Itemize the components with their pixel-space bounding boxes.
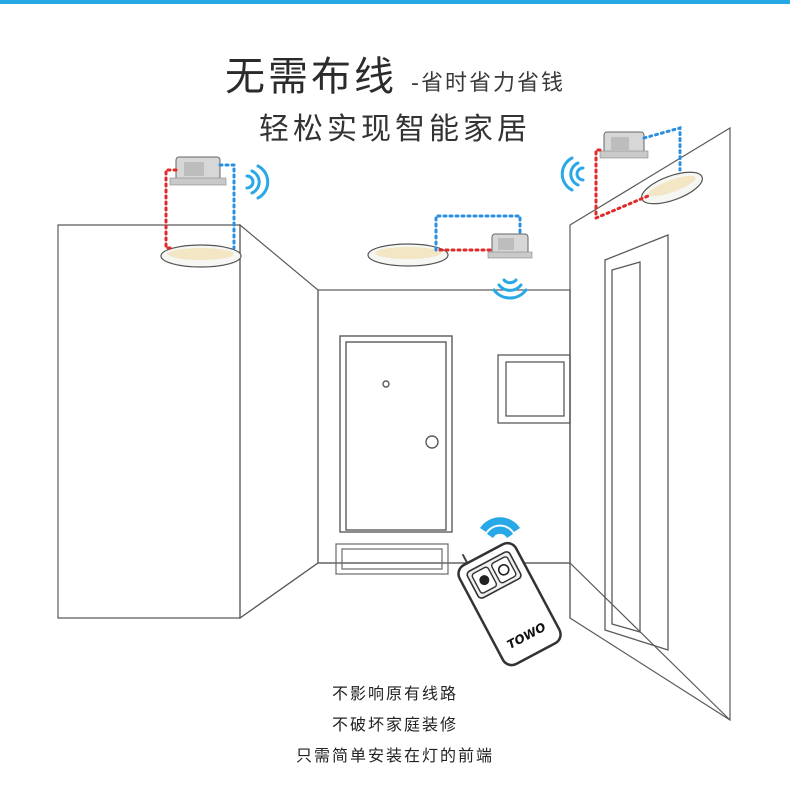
headline-sub: -省时省力省钱 bbox=[411, 71, 565, 96]
remote-button-right bbox=[490, 556, 517, 584]
caption-1: 不影响原有线路 bbox=[331, 684, 458, 703]
caption-3: 只需简单安装在灯的前端 bbox=[295, 746, 494, 765]
doormat bbox=[335, 543, 449, 575]
wifi-signal-icon bbox=[245, 164, 270, 200]
receiver-module-right bbox=[599, 131, 649, 159]
caption-2: 不破坏家庭装修 bbox=[331, 715, 458, 734]
remote-control: TOWO bbox=[457, 541, 562, 667]
ceiling-lamp-left bbox=[160, 244, 242, 268]
wifi-signal-icon bbox=[560, 156, 585, 192]
receiver-module-left bbox=[169, 156, 227, 186]
top-accent-bar bbox=[0, 0, 790, 4]
floor-line bbox=[239, 562, 731, 721]
wire-red-right bbox=[594, 148, 650, 221]
ceiling-lamp-center bbox=[367, 243, 449, 267]
left-wall-side bbox=[239, 223, 319, 620]
wifi-signal-icon bbox=[492, 278, 528, 300]
subheadline: 轻松实现智能家居 bbox=[259, 112, 531, 147]
ceiling-lamp-right bbox=[641, 171, 703, 205]
receiver-module-center bbox=[487, 233, 533, 259]
front-door bbox=[339, 335, 453, 533]
right-wall bbox=[569, 126, 731, 722]
door-peephole bbox=[382, 380, 390, 388]
wire-blue-right bbox=[642, 126, 682, 172]
wire-blue-center bbox=[434, 214, 522, 252]
wire-blue-left bbox=[218, 163, 236, 250]
headline-main: 无需布线 bbox=[225, 54, 398, 100]
side-door bbox=[604, 234, 669, 651]
door-frame bbox=[339, 335, 453, 533]
headline: 无需布线 -省时省力省钱 bbox=[0, 44, 790, 102]
door-knob bbox=[425, 435, 439, 449]
wall-panel bbox=[497, 354, 571, 424]
wire-red-left bbox=[164, 168, 178, 250]
back-wall bbox=[317, 289, 571, 564]
wiring bbox=[164, 126, 682, 252]
door-panel bbox=[345, 341, 447, 531]
wifi-signal-icon bbox=[480, 517, 520, 538]
room-walls bbox=[57, 126, 731, 722]
left-wall-front bbox=[57, 224, 241, 619]
